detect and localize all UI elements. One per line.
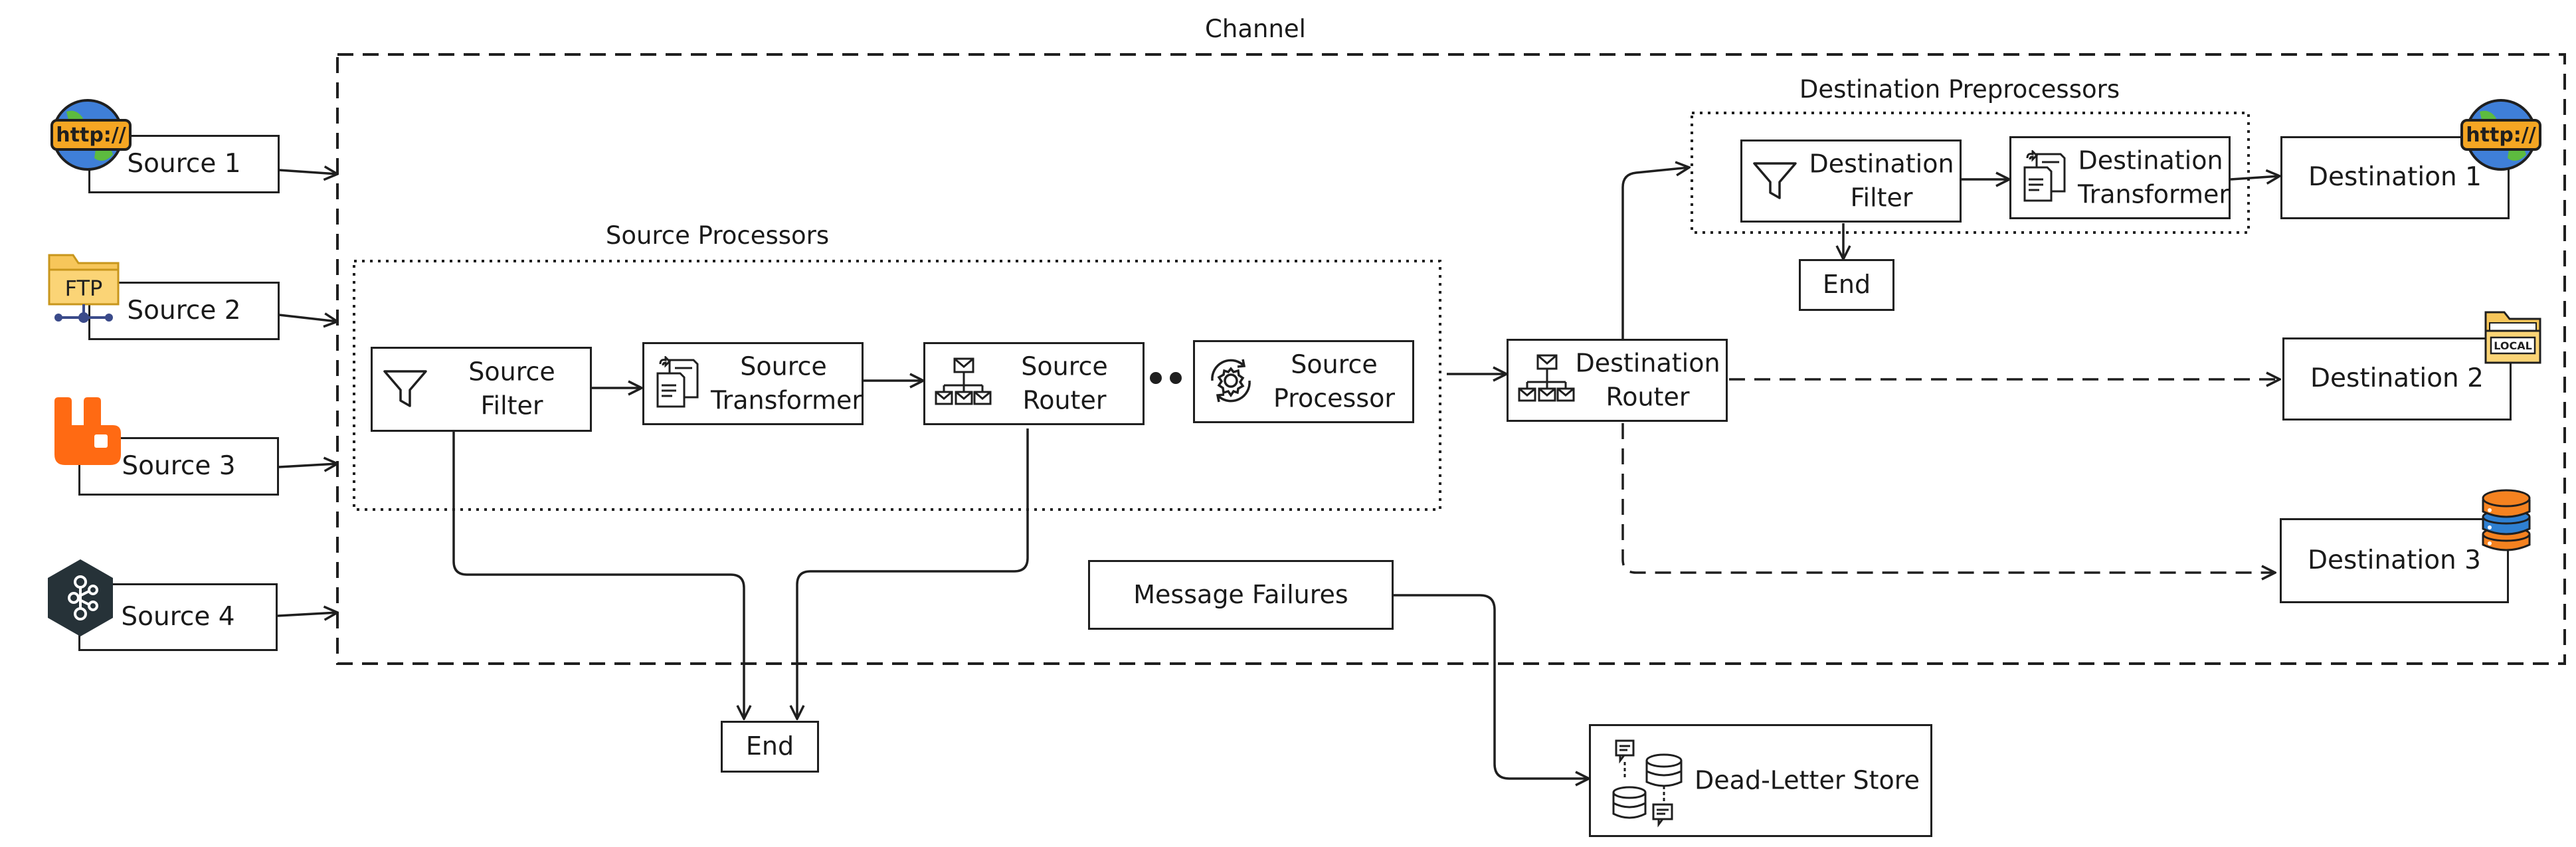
destination-filter-line1: Destination [1809,149,1954,179]
destination-router-line2: Router [1606,382,1690,412]
source-processor-line2: Processor [1273,383,1396,413]
ftp-folder-icon: FTP [46,247,126,327]
source-processors-label: Source Processors [605,221,830,250]
filter-icon [1752,157,1798,206]
message-failures-box[interactable]: Message Failures [1088,560,1394,630]
source-filter-line1: Source [468,357,555,387]
kafka-icon [44,557,117,640]
gear-cycle-icon [1204,354,1257,410]
edge-destrouter-destination3 [1621,423,2275,573]
destination-transformer-line1: Destination [2078,145,2223,175]
edge-source2-channel [278,315,337,322]
destination-3-label: Destination 3 [2307,545,2481,575]
source-router-line1: Source [1021,351,1108,381]
router-icon [1518,353,1575,409]
source-transformer-line1: Source [740,351,827,381]
edge-source4-channel [277,612,337,616]
source-transformer-line2: Transformer [711,385,863,415]
edge-sourcerouter-end [797,428,1029,719]
source-router-line2: Router [1022,385,1107,415]
destination-2-box[interactable]: Destination 2 [2282,337,2512,421]
source-2-box[interactable]: Source 2 [88,282,280,340]
database-stack-icon [2479,486,2533,554]
edge-source1-channel [278,170,337,174]
source-processors-boundary [353,260,1441,511]
document-transform-icon [654,354,701,412]
destination-transformer-line2: Transformer [2078,179,2230,209]
destination-filter-line2: Filter [1850,183,1913,213]
source-end-label: End [745,731,794,761]
destination-3-box[interactable]: Destination 3 [2280,518,2509,603]
dead-letter-store-box[interactable]: Dead-Letter Store [1589,724,1932,837]
rabbitmq-icon [49,393,129,473]
edge-sourcefilter-end [452,432,744,719]
dead-letter-store-label: Dead-Letter Store [1695,765,1920,795]
router-icon [935,356,992,412]
dead-letter-database-icon [1611,738,1691,830]
http-icon-text: http:// [56,124,126,147]
destination-1-label: Destination 1 [2308,162,2482,193]
source-end-box[interactable]: End [721,721,819,773]
filter-icon [382,365,428,414]
local-icon-text: LOCAL [2494,339,2532,352]
destination-2-label: Destination 2 [2310,363,2484,394]
destination-preprocessors-label: Destination Preprocessors [1799,75,2120,104]
source-1-box[interactable]: Source 1 [88,135,280,193]
edge-preprocessors-destination1 [2230,176,2280,179]
http-icon-text: http:// [2466,124,2535,147]
destination-router-line1: Destination [1575,348,1720,378]
ellipsis-dot [1150,372,1162,384]
source-processor-line1: Source [1291,349,1378,379]
source-2-label: Source 2 [127,295,241,326]
edge-failures-deadletter [1394,594,1589,779]
source-4-label: Source 4 [121,601,235,632]
destination-preprocessors-boundary [1691,112,2250,234]
edge-destrouter-preprocessors [1621,167,1689,340]
message-failures-label: Message Failures [1133,579,1348,609]
http-globe-icon: http:// [46,95,133,175]
channel-boundary [336,53,2566,665]
document-transform-icon [2021,148,2069,206]
destination-end-label: End [1822,270,1871,300]
ftp-icon-text: FTP [65,276,103,301]
http-globe-icon: http:// [2458,95,2544,175]
local-folder-icon: LOCAL [2483,307,2544,367]
source-filter-line2: Filter [480,391,543,421]
channel-label: Channel [1205,15,1306,43]
destination-end-box[interactable]: End [1799,259,1894,311]
source-1-label: Source 1 [127,148,241,179]
ellipsis-dot [1170,372,1182,384]
edge-source3-channel [278,464,337,467]
source-3-label: Source 3 [122,450,236,481]
